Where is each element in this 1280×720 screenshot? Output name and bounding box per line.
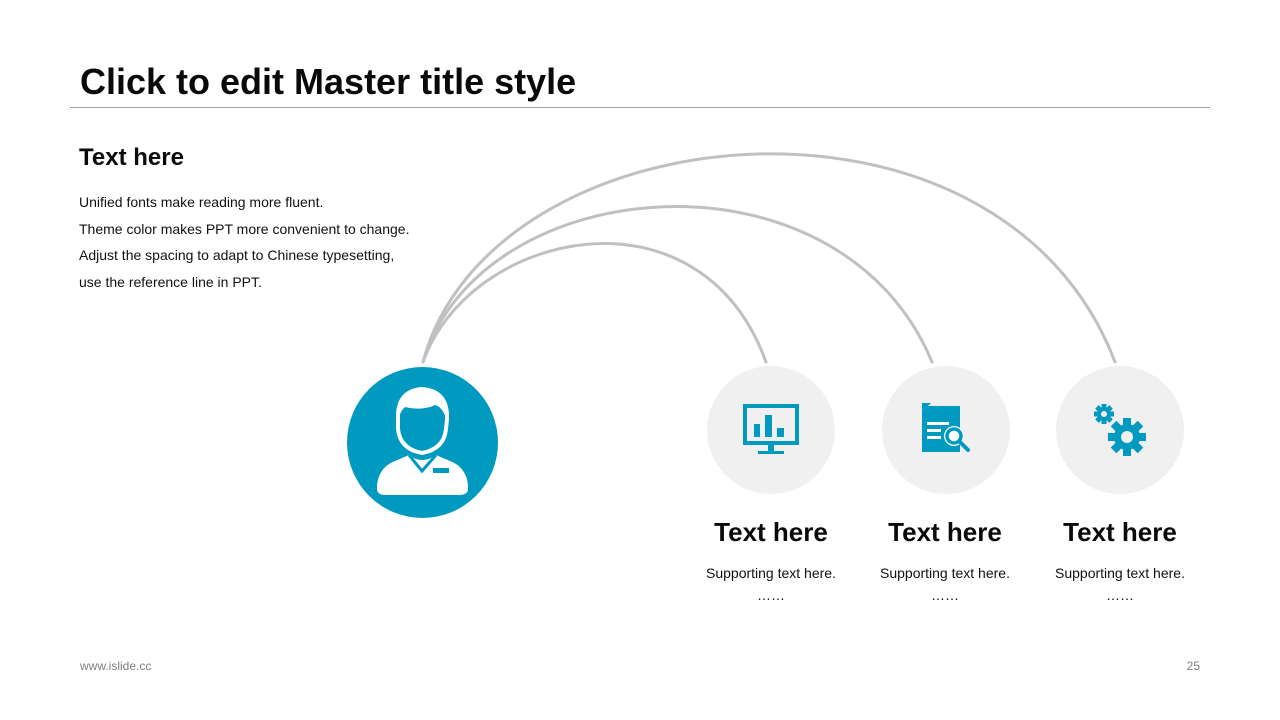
- footer-url[interactable]: www.islide.cc: [80, 659, 152, 673]
- intro-heading[interactable]: Text here: [79, 144, 184, 171]
- node-subtext: Supporting text here.: [880, 565, 1010, 581]
- node-heading: Text here: [888, 517, 1002, 547]
- monitor-chart-icon: [743, 404, 799, 454]
- node-text-3[interactable]: Text here Supporting text here. ……: [1020, 512, 1220, 602]
- connector-arc-3: [421, 152, 1117, 364]
- node-text-2[interactable]: Text here Supporting text here. ……: [845, 512, 1045, 602]
- intro-line: Unified fonts make reading more fluent.: [79, 194, 324, 210]
- node-heading: Text here: [1063, 517, 1177, 547]
- intro-body[interactable]: Unified fonts make reading more fluent. …: [79, 189, 479, 295]
- intro-line: use the reference line in PPT.: [79, 273, 262, 290]
- connector-arc-2: [421, 205, 934, 364]
- connector-arc-1: [421, 242, 768, 364]
- user-icon: [377, 386, 468, 495]
- title-divider: [70, 107, 1210, 108]
- node-heading: Text here: [714, 517, 828, 547]
- gears-icon: [1094, 404, 1146, 456]
- node-text-1[interactable]: Text here Supporting text here. ……: [671, 512, 871, 602]
- intro-line: Theme color makes PPT more convenient to…: [79, 220, 410, 237]
- node-subtext: Supporting text here.: [1055, 565, 1185, 581]
- main-user-node[interactable]: [347, 367, 498, 518]
- node-subtext: Supporting text here.: [706, 565, 836, 581]
- node-ellipsis: ……: [1106, 587, 1134, 603]
- intro-line: Adjust the spacing to adapt to Chinese t…: [79, 247, 395, 263]
- node-ellipsis: ……: [757, 587, 785, 603]
- slide-title[interactable]: Click to edit Master title style: [80, 61, 577, 102]
- document-search-icon: [922, 403, 970, 452]
- node-circle-monitor[interactable]: [707, 366, 835, 494]
- page-number: 25: [1186, 659, 1200, 673]
- node-circle-document[interactable]: [882, 366, 1010, 494]
- node-circle-gears[interactable]: [1056, 366, 1184, 494]
- node-ellipsis: ……: [931, 587, 959, 603]
